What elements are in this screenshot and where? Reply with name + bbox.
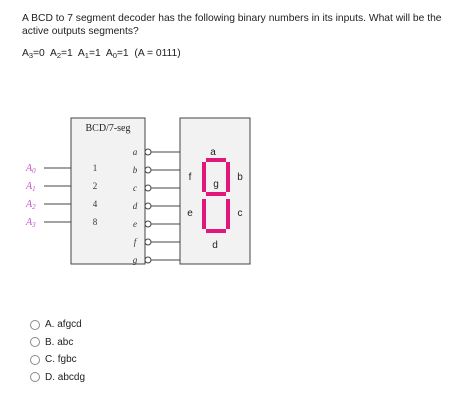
input-label-a1: A1 [25,181,36,193]
segment-label-a: a [210,147,216,158]
decoder-box [70,117,146,265]
given-a1: A1=1 [77,48,101,60]
segment-d [206,229,226,233]
radio-button-b[interactable] [30,337,40,348]
bubble-f [144,238,152,246]
decoder-diagram: BCD/7-seg A0 A1 A2 A3 1 2 4 8 a b c d e … [25,117,251,265]
bubble-b [144,166,152,174]
input-weight-8: 8 [93,217,98,227]
segment-a [206,158,226,162]
option-c[interactable]: C. fgbc [30,351,85,369]
given-a3: A3=0 [22,48,45,60]
segment-c [226,199,230,229]
seven-segment-display [179,117,251,265]
segment-label-c: c [238,208,243,219]
bubble-d [144,202,152,210]
input-label-a2: A2 [25,199,36,211]
option-a-label: A. afgcd [45,319,82,331]
output-label-g: g [133,255,138,265]
segment-label-g: g [213,179,219,190]
option-d-label: D. abcdg [45,371,86,383]
input-label-a0: A0 [25,163,36,175]
option-b-label: B. abc [45,336,74,348]
input-weight-4: 4 [93,199,98,209]
radio-button-c[interactable] [30,354,40,365]
output-label-d: d [133,201,138,211]
decoder-label: BCD/7-seg [86,123,131,134]
given-a0: A0=1 [105,48,129,60]
radio-button-d[interactable] [30,372,40,383]
answer-options: A. afgcd B. abc C. fgbc D. abcdg [30,316,85,386]
bubble-e [144,220,152,228]
option-a[interactable]: A. afgcd [30,316,85,334]
option-d[interactable]: D. abcdg [30,369,85,387]
segment-f [202,162,206,192]
bubble-g [144,256,152,264]
segment-e [202,199,206,229]
given-decimal: (A = 0111) [134,48,181,59]
segment-b [226,162,230,192]
given-inputs: A3=0 A2=1 A1=1 A0=1 (A = 0111) [22,48,181,60]
bubble-a [144,148,152,156]
output-label-a: a [133,147,138,157]
input-weight-2: 2 [93,181,98,191]
segment-g [206,192,226,196]
output-label-e: e [133,219,137,229]
option-b[interactable]: B. abc [30,334,85,352]
radio-button-a[interactable] [30,319,40,330]
segment-label-d: d [212,240,218,251]
input-weight-1: 1 [93,163,98,173]
output-label-c: c [133,183,137,193]
question-text: A BCD to 7 segment decoder has the follo… [22,13,442,37]
option-c-label: C. fgbc [45,354,77,366]
given-a2: A2=1 [49,48,73,60]
segment-label-b: b [237,172,243,183]
output-label-f: f [134,237,138,247]
output-label-b: b [133,165,138,175]
segment-label-f: f [189,172,192,183]
bubble-c [144,184,152,192]
input-label-a3: A3 [25,217,36,229]
segment-label-e: e [187,208,193,219]
